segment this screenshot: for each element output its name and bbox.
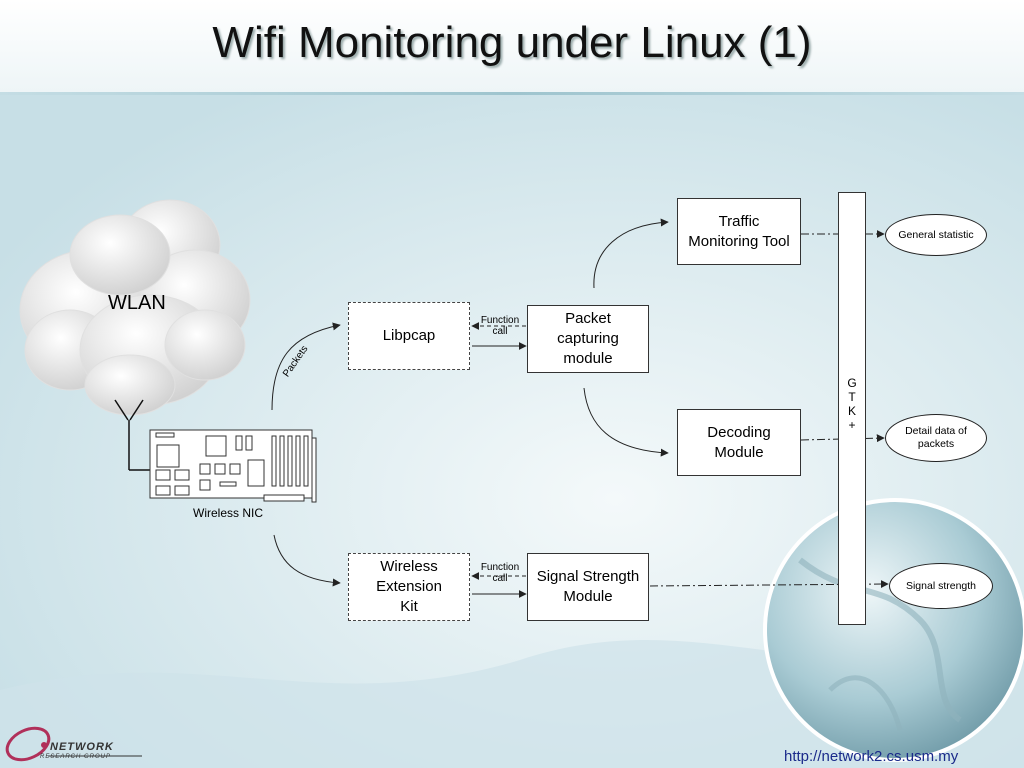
decoding-to-detail-connector — [800, 434, 885, 443]
footer-url[interactable]: http://network2.cs.usm.my — [784, 748, 959, 765]
function-call-label-1: Function call — [480, 315, 520, 337]
signal-strength-module-box: Signal Strength Module — [527, 553, 649, 621]
wireless-nic-icon — [149, 429, 317, 503]
gtk-label: G T K + — [847, 376, 857, 432]
capture-to-decoding-arrow — [583, 387, 669, 457]
detail-data-output: Detail data of packets — [885, 414, 987, 462]
packet-capturing-module-box: Packet capturing module — [527, 305, 649, 373]
logo-text: NETWORK — [50, 741, 114, 753]
decoding-module-box: Decoding Module — [677, 409, 801, 476]
wireless-extension-kit-box: Wireless Extension Kit — [348, 553, 470, 621]
packets-arrow — [271, 322, 341, 411]
slide-title: Wifi Monitoring under Linux (1) — [212, 18, 812, 67]
gtk-bar — [838, 192, 866, 625]
wlan-label: WLAN — [108, 292, 166, 314]
logo-subtext: RESEARCH GROUP — [40, 754, 112, 760]
capture-to-traffic-arrow — [593, 218, 669, 289]
network-logo-icon — [5, 726, 142, 762]
wlan-cloud-icon — [19, 199, 251, 416]
libpcap-box: Libpcap — [348, 302, 470, 370]
wireless-nic-label: Wireless NIC — [193, 506, 264, 520]
antenna-icon — [114, 399, 150, 471]
general-statistic-output: General statistic — [885, 214, 987, 256]
title-bar — [0, 0, 1024, 92]
signal-strength-output: Signal strength — [889, 563, 993, 609]
title-divider — [0, 92, 1024, 95]
traffic-monitoring-tool-box: Traffic Monitoring Tool — [677, 198, 801, 265]
function-call-label-2: Function call — [480, 562, 520, 584]
nic-to-wireless-ext-arrow — [273, 534, 341, 587]
